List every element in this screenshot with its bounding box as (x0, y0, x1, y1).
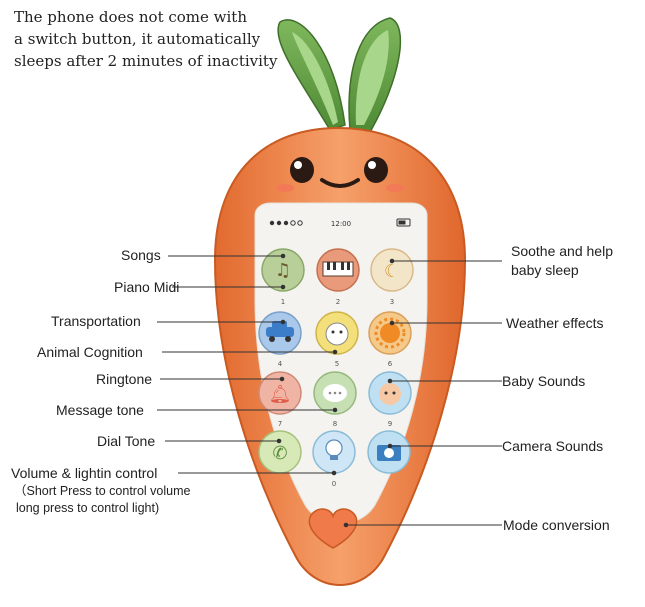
piano-button[interactable] (316, 248, 360, 292)
music-notes-icon: ♫ (275, 260, 291, 281)
note-line-2: a switch button, it automatically (14, 30, 261, 48)
label-volume-sub-1: （Short Press to control volume (14, 484, 191, 498)
key-number-2: 2 (336, 298, 340, 306)
soothe-button[interactable]: ☾ (370, 248, 414, 292)
key-number-6: 6 (388, 360, 393, 368)
key-number-0: 0 (332, 480, 336, 488)
label-dial-tone: Dial Tone (97, 433, 156, 449)
status-time: 12:00 (331, 220, 351, 228)
heart-mode-button[interactable] (308, 508, 358, 549)
label-baby-sounds: Baby Sounds (502, 373, 586, 389)
label-volume-sub-2: long press to control light) (16, 501, 160, 515)
label-soothe-1: Soothe and help (511, 243, 613, 259)
right-leaf (348, 17, 402, 133)
key-number-7: 7 (278, 420, 282, 428)
dial-button[interactable]: ✆ (258, 430, 302, 474)
label-songs: Songs (121, 247, 161, 263)
label-message-tone: Message tone (56, 402, 144, 418)
key-number-4: 4 (278, 360, 283, 368)
label-ringtone: Ringtone (96, 371, 153, 387)
label-volume-light: Volume & lightin control (11, 465, 158, 481)
cat-icon (325, 322, 349, 346)
ringtone-button[interactable]: 🔔︎ (258, 371, 302, 415)
weather-button[interactable] (368, 311, 412, 355)
moon-icon: ☾ (384, 261, 400, 282)
key-number-1: 1 (281, 298, 285, 306)
battery-icon (396, 218, 411, 227)
label-soothe-2: baby sleep (511, 262, 579, 278)
baby-sounds-button[interactable] (368, 371, 412, 415)
transportation-button[interactable] (258, 311, 302, 355)
sun-icon (380, 323, 400, 343)
camera-button[interactable] (367, 430, 411, 474)
lightbulb-icon (325, 439, 343, 457)
animal-button[interactable] (315, 311, 359, 355)
phone-handset-icon: ✆ (272, 443, 287, 464)
message-button[interactable] (313, 371, 357, 415)
label-mode-conversion: Mode conversion (503, 517, 610, 533)
inactivity-note: The phone does not come with a switch bu… (14, 6, 278, 72)
carrot-face (276, 157, 404, 192)
piano-keys-icon (322, 261, 354, 277)
key-number-8: 8 (333, 420, 337, 428)
car-icon (266, 327, 294, 337)
key-number-9: 9 (388, 420, 392, 428)
left-leaf (277, 19, 346, 131)
bell-icon: 🔔︎ (269, 384, 292, 405)
volume-light-button[interactable] (312, 430, 356, 474)
note-line-3: sleeps after 2 minutes of inactivity (14, 52, 278, 70)
label-weather-effects: Weather effects (506, 315, 604, 331)
label-piano-midi: Piano Midi (114, 279, 180, 295)
note-line-1: The phone does not come with (14, 8, 247, 26)
status-bar: 12:00 (269, 218, 411, 228)
key-number-5: 5 (335, 360, 339, 368)
label-transportation: Transportation (51, 313, 141, 329)
label-animal-cognition: Animal Cognition (37, 344, 143, 360)
label-camera-sounds: Camera Sounds (502, 438, 604, 454)
songs-button[interactable]: ♫ (261, 248, 305, 292)
baby-face-icon (379, 383, 401, 405)
key-number-3: 3 (390, 298, 394, 306)
callout-lines (157, 253, 502, 528)
